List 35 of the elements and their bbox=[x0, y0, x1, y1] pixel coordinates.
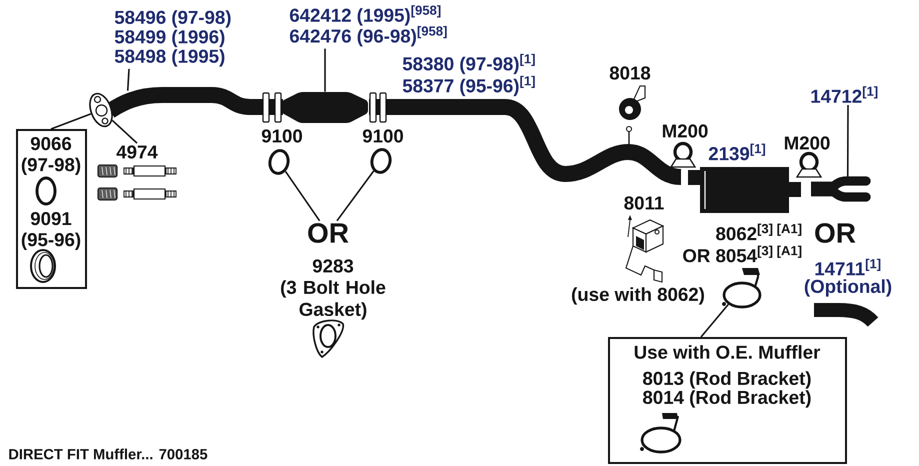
tail-pipe bbox=[811, 176, 871, 202]
note-box: Use with O.E. Muffler 8013 (Rod Bracket) 8014 (Rod Bracket) bbox=[608, 337, 847, 464]
part-number: 4974 bbox=[116, 145, 158, 159]
footer-text: DIRECT FIT Muffler... 700185 bbox=[9, 448, 208, 460]
pipe-flange bbox=[89, 92, 113, 128]
leader-line bbox=[336, 170, 374, 222]
part-number: 642412 (1995)$^{[958]}$ 642476 (96-98)$^{[958]}$ bbox=[290, 5, 447, 46]
part-number: 8062$^{[3] [A1]}$ bbox=[716, 224, 802, 240]
leader-line bbox=[284, 170, 320, 222]
or-label: OR bbox=[815, 223, 856, 243]
part-number: OR 8054$^{[3] [A1]}$ bbox=[683, 246, 802, 262]
leader-line bbox=[846, 105, 849, 177]
part-number: M200 bbox=[784, 136, 830, 150]
part-number: 58377 (95-96)$^{[1]}$ bbox=[402, 76, 535, 96]
part-description: (3 Bolt Hole Gasket) bbox=[281, 280, 386, 320]
part-number: 8018 bbox=[610, 66, 650, 80]
leader-line bbox=[112, 120, 138, 144]
leader-line bbox=[324, 48, 326, 92]
part-number: 58380 (97-98)$^{[1]}$ bbox=[402, 54, 535, 74]
or-label: OR bbox=[308, 223, 348, 243]
part-number: 14712$^{[1]}$ bbox=[811, 86, 878, 103]
part-box: 9066 (97-98) 9091 (95-96) bbox=[16, 129, 88, 289]
part-number: 2139$^{[1]}$ bbox=[708, 144, 766, 160]
leader-line bbox=[126, 68, 130, 91]
note-text: (Optional) bbox=[804, 279, 892, 297]
part-number: 9283 bbox=[312, 259, 354, 273]
leader-line bbox=[50, 113, 92, 130]
note-text: (use with 8062) bbox=[572, 287, 704, 305]
part-number: 58496 (97-98) 58499 (1996) 58498 (1995) bbox=[114, 10, 231, 67]
part-number: 8011 bbox=[624, 196, 664, 210]
part-number: 9100 bbox=[362, 129, 403, 143]
part-number: 9100 bbox=[262, 129, 302, 143]
leader-line bbox=[700, 304, 729, 338]
part-number: 14711$^{[1]}$ bbox=[815, 258, 880, 276]
part-number: M200 bbox=[662, 124, 708, 138]
